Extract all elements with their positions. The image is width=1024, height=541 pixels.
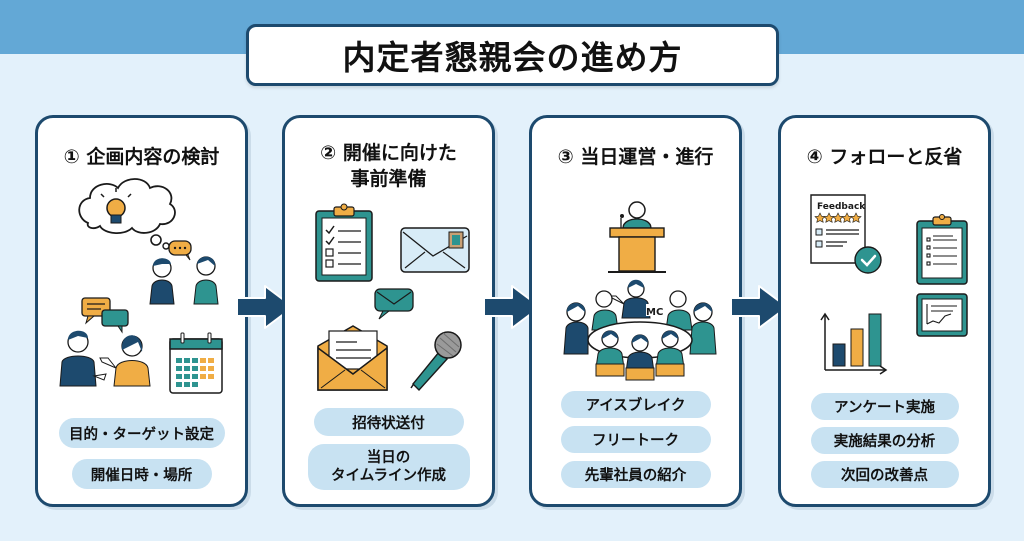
step-number: ④ (806, 146, 823, 168)
step-number: ③ (557, 146, 574, 168)
arrow-right-icon (730, 285, 788, 329)
chart-board-icon (916, 293, 968, 337)
feedback-label: Feedback (817, 202, 866, 212)
task-pill: 当日の タイムライン作成 (307, 444, 470, 490)
task-pill: フリートーク (560, 426, 711, 453)
arrow-right-icon (483, 285, 541, 329)
arrow-right-icon (236, 285, 294, 329)
page-title: 内定者懇親会の進め方 (342, 38, 683, 77)
checklist-clipboard-icon (315, 203, 373, 282)
two-people-chat-icon (149, 240, 219, 305)
step-card-1: ① 企画内容の検討 (35, 115, 248, 507)
invitation-letter-icon (317, 325, 388, 391)
step-card-3: ③ 当日運営・進行 MC (529, 115, 742, 507)
bar-chart-icon (820, 312, 888, 375)
task-pill: 先輩社員の紹介 (560, 461, 711, 488)
step-number: ① (63, 146, 80, 168)
task-pill: 実施結果の分析 (810, 427, 959, 454)
mail-envelope-icon (400, 227, 470, 273)
task-pill: 招待状送付 (313, 408, 464, 436)
title-banner: 内定者懇親会の進め方 (246, 24, 779, 86)
task-pill: 目的・ターゲット設定 (58, 418, 225, 448)
step-title-text: フォローと反省 (829, 146, 963, 168)
task-pill: アンケート実施 (810, 393, 959, 420)
feedback-form-icon: Feedback (810, 194, 882, 274)
rating-stars (814, 212, 862, 223)
step-card-4: ④ フォローと反省 Feedback (778, 115, 991, 507)
podium-speaker-icon (608, 201, 666, 273)
message-bubble-icon (374, 288, 414, 320)
step-1-illustration (59, 178, 223, 394)
clipboard-report-icon (916, 214, 968, 285)
step-title: ④ フォローと反省 (781, 144, 988, 170)
task-pill: アイスブレイク (560, 391, 711, 418)
task-pill: 開催日時・場所 (71, 459, 212, 489)
microphone-icon (410, 331, 462, 392)
step-title-text: 企画内容の検討 (86, 146, 220, 168)
step-title: ③ 当日運営・進行 (532, 144, 739, 170)
mc-label: MC (646, 307, 663, 318)
round-table-meeting-icon: MC (563, 279, 717, 381)
step-2-illustration (315, 203, 470, 392)
step-title: ① 企画内容の検討 (38, 144, 245, 170)
step-number: ② (320, 142, 337, 164)
meeting-discussion-icon (59, 297, 151, 387)
step-4-illustration: Feedback (810, 194, 968, 375)
step-card-2: ② 開催に向けた 事前準備 (282, 115, 495, 507)
step-title-text: 当日運営・進行 (580, 146, 714, 168)
step-title: ② 開催に向けた 事前準備 (285, 140, 492, 192)
step-title-text: 開催に向けた (342, 142, 457, 164)
step-3-illustration: MC (563, 201, 717, 381)
task-pill: 次回の改善点 (810, 461, 959, 488)
task-pill-line2: タイムライン作成 (331, 468, 446, 484)
lightbulb-thought-icon (78, 178, 176, 250)
task-pill-line1: 当日の (366, 450, 411, 466)
calendar-icon (169, 332, 223, 394)
step-title-text-line2: 事前準備 (350, 168, 427, 190)
